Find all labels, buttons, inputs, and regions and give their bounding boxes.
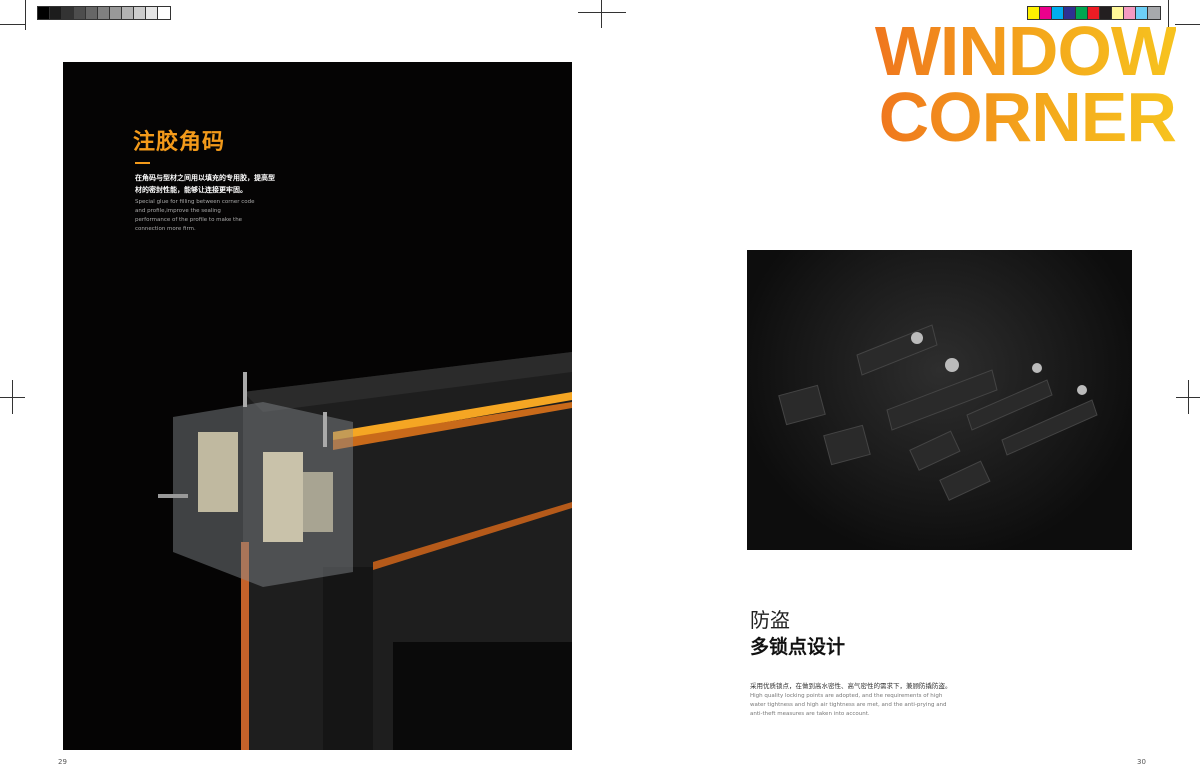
description-english: Special glue for filling between corner … [135, 199, 255, 232]
lock-hardware-image [778, 324, 1098, 501]
color-swatch [38, 7, 50, 19]
section-subtitle: 防盗 [750, 608, 790, 632]
color-swatch [1040, 7, 1052, 19]
color-swatch [110, 7, 122, 19]
process-color-bar [1027, 6, 1161, 20]
color-swatch [1088, 7, 1100, 19]
crop-mark [0, 24, 25, 25]
brand-line-2: CORNER [878, 78, 1176, 156]
color-swatch [1136, 7, 1148, 19]
crop-mark [1188, 380, 1189, 414]
color-swatch [1148, 7, 1160, 19]
color-swatch [50, 7, 62, 19]
window-corner-render [158, 352, 572, 750]
color-swatch [1100, 7, 1112, 19]
color-swatch [1028, 7, 1040, 19]
section-title: 注胶角码 [133, 130, 226, 155]
crop-mark [601, 0, 602, 28]
color-swatch [1052, 7, 1064, 19]
lock-points-photo [747, 250, 1132, 550]
page-number-right: 30 [1137, 758, 1146, 766]
color-swatch [98, 7, 110, 19]
color-swatch [158, 7, 170, 19]
color-swatch [122, 7, 134, 19]
section-title: 多锁点设计 [750, 636, 846, 658]
color-swatch [62, 7, 74, 19]
corner-cleat-product-panel [63, 62, 572, 750]
description-chinese: 采用优质锁点，在做到高水密性、高气密性的需求下，兼顾防撬防盗。 [750, 682, 952, 690]
brand-line-1: WINDOW [874, 12, 1176, 90]
crop-mark [578, 12, 626, 13]
title-accent-bar [135, 162, 150, 164]
color-swatch [146, 7, 158, 19]
crop-mark [25, 0, 26, 30]
description-chinese: 在角码与型材之间用以填充的专用胶，提高型材的密封性能，能够让连接更牢固。 [135, 174, 275, 194]
color-swatch [1076, 7, 1088, 19]
grayscale-color-bar [37, 6, 171, 20]
crop-mark [12, 380, 13, 414]
color-swatch [74, 7, 86, 19]
color-swatch [1124, 7, 1136, 19]
brand-heading: WINDOW CORNER [836, 18, 1176, 150]
color-swatch [134, 7, 146, 19]
color-swatch [86, 7, 98, 19]
crop-mark [1168, 0, 1169, 30]
crop-mark [1175, 24, 1200, 25]
page-number-left: 29 [58, 758, 67, 766]
color-swatch [1112, 7, 1124, 19]
color-swatch [1064, 7, 1076, 19]
description-english: High quality locking points are adopted,… [750, 693, 947, 717]
